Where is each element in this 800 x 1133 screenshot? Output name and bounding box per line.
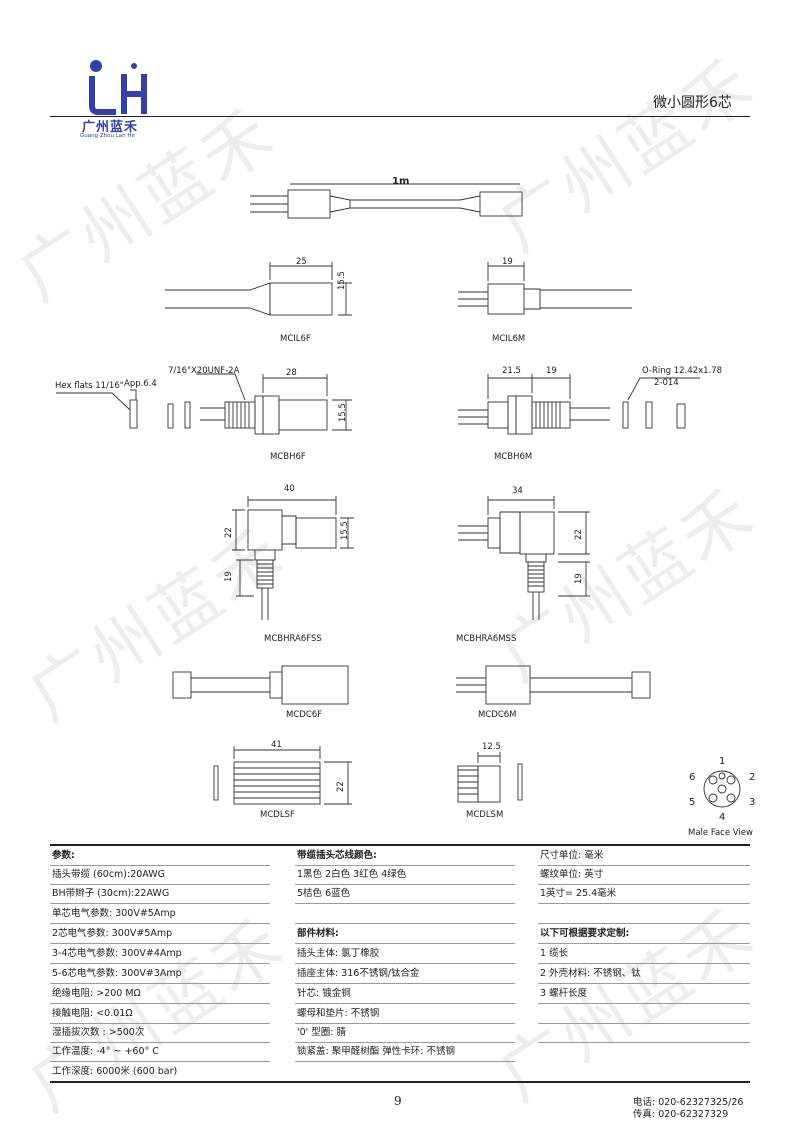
table-row: 5-6芯电气参数: 300V#3Amp — [52, 968, 182, 979]
dim-label: 19 — [546, 366, 557, 376]
table-row: 1黑色 2白色 3红色 4绿色 — [297, 869, 407, 880]
table-row: 接触电阻: <0.01Ω — [52, 1008, 133, 1019]
app-label: App.6.4 — [124, 379, 157, 389]
table-row: 湿插拔次数 : >500次 — [52, 1027, 145, 1038]
table-row: 螺母和垫片: 不锈钢 — [297, 1008, 380, 1019]
model-label: MCBHRA6FSS — [264, 634, 322, 644]
dim-label: 12.5 — [482, 742, 501, 752]
table-row: 工作深度: 6000米 (600 bar) — [52, 1066, 178, 1077]
dim-label: 34 — [512, 486, 523, 496]
table-row: 1英寸= 25.4毫米 — [540, 888, 617, 899]
dim-label: 19 — [502, 257, 513, 267]
model-label: MCDC6M — [478, 710, 517, 720]
table-row: 插头主体: 氯丁橡胶 — [297, 948, 380, 959]
table-bottom-rule — [50, 1081, 750, 1083]
header-rule — [50, 116, 750, 117]
col-header: 带缆插头芯线颜色: — [297, 850, 377, 861]
table-row: 2 外壳材料: 不锈钢、钛 — [540, 968, 641, 979]
table-row: 插座主体: 316不锈钢/钛合金 — [297, 968, 420, 979]
dim-label: 21.5 — [502, 366, 521, 376]
col-header-2: 以下可根据要求定制: — [540, 928, 630, 939]
page-number: 9 — [394, 1094, 402, 1108]
dim-label: 25 — [296, 257, 307, 267]
model-label: MCBH6F — [270, 452, 306, 462]
table-top-rule — [50, 844, 750, 846]
table-row: 单芯电气参数: 300V#5Amp — [52, 908, 176, 919]
model-label: MCDLSM — [466, 810, 504, 820]
dim-label: 15.5 — [337, 271, 347, 290]
pin-number: 5 — [689, 797, 696, 808]
logo-cn: 广州蓝禾 — [82, 120, 139, 135]
table-row: 3-4芯电气参数: 300V#4Amp — [52, 948, 182, 959]
dim-label: 22 — [336, 781, 346, 792]
model-label: MCIL6M — [492, 334, 526, 344]
dim-label: 22 — [574, 529, 584, 540]
pin-number: 1 — [719, 756, 726, 767]
thread-label: 7/16"X20UNF-2A — [168, 366, 240, 376]
hex-label: Hex flats 11/16" — [55, 381, 124, 391]
watermark: 广州蓝禾 — [15, 903, 301, 1127]
model-label: MCDLSF — [260, 810, 295, 820]
table-row: 插头带缆 (60cm):20AWG — [52, 869, 166, 880]
dim-label: 15.5 — [338, 403, 348, 422]
pin-number: 2 — [749, 772, 756, 783]
table-row: 5桔色 6蓝色 — [297, 888, 351, 899]
table-row: 2芯电气参数: 300V#5Amp — [52, 928, 173, 939]
model-label: MCBH6M — [494, 452, 533, 462]
table-row: 锁紧盖: 聚甲醛树酯 弹性卡环: 不锈钢 — [297, 1046, 455, 1057]
table-row: 尺寸单位: 毫米 — [540, 850, 604, 861]
dim-label: 40 — [284, 484, 295, 494]
dim-label: 19 — [224, 571, 234, 582]
technical-drawing — [56, 183, 741, 808]
pin-number: 4 — [719, 812, 726, 823]
length-label: 1m — [392, 176, 410, 187]
oring-label: O-Ring 12.42x1.78 — [642, 366, 723, 376]
logo-en: Guang Zhou Lan He — [80, 133, 135, 139]
oring-label-2: 2-014 — [654, 378, 679, 388]
table-row: 工作温度: -4° ~ +60° C — [52, 1046, 159, 1057]
dim-label: 19 — [574, 573, 584, 584]
pin-number: 6 — [689, 772, 696, 783]
watermark: 广州蓝禾 — [485, 893, 771, 1117]
table-row: 螺纹单位: 英寸 — [540, 869, 604, 880]
table-row: 绝缘电阻: >200 MΩ — [52, 988, 141, 999]
fax-number: 传真: 020-62327329 — [633, 1109, 729, 1120]
face-view-label: Male Face View — [688, 828, 753, 838]
dim-label: 28 — [286, 368, 297, 378]
logo-mark-icon — [89, 60, 147, 115]
table-row: 3 螺杆长度 — [540, 988, 588, 999]
table-row: BH带辫子 (30cm):22AWG — [52, 888, 170, 899]
table-row: '0' 型圈: 腈 — [297, 1027, 347, 1038]
page-title: 微小圆形6芯 — [653, 95, 732, 111]
model-label: MCIL6F — [280, 334, 311, 344]
table-row: 1 缆长 — [540, 948, 569, 959]
model-label: MCDC6F — [286, 710, 323, 720]
phone-number: 电话: 020-62327325/26 — [633, 1097, 744, 1108]
col-header: 参数: — [52, 850, 75, 861]
dim-label: 41 — [271, 740, 282, 750]
dim-label: 15.5 — [340, 521, 350, 540]
company-logo: 广州蓝禾 Guang Zhou Lan He — [80, 58, 160, 140]
table-row: 针芯: 镀金铜 — [297, 988, 351, 999]
model-label: MCBHRA6MSS — [456, 634, 517, 644]
col-header-2: 部件材料: — [297, 928, 339, 939]
pin-number: 3 — [749, 797, 756, 808]
plug-body — [287, 189, 331, 219]
dim-label: 22 — [224, 527, 234, 538]
